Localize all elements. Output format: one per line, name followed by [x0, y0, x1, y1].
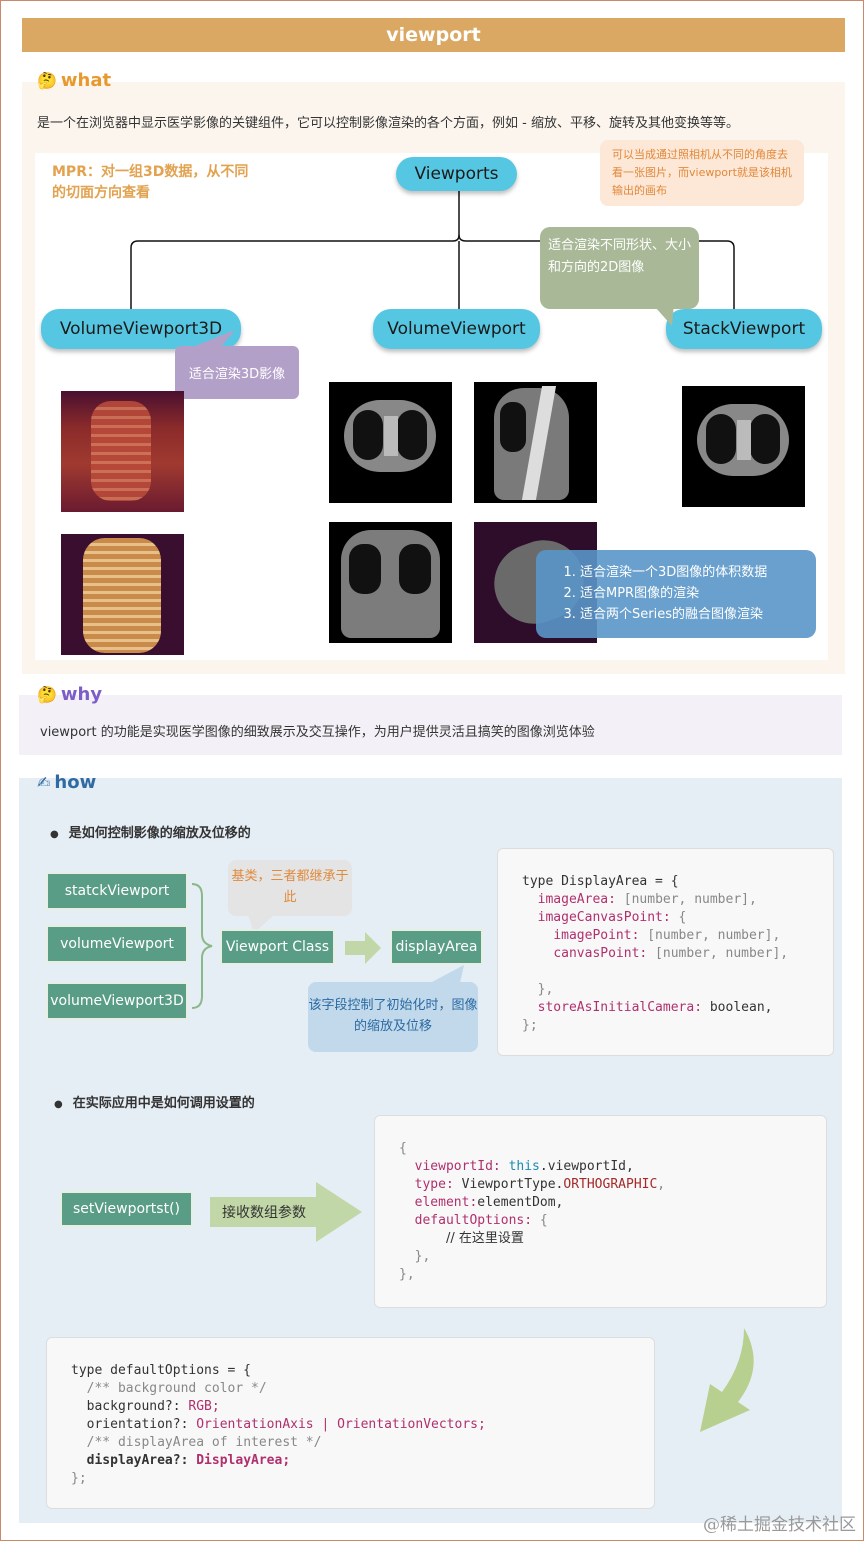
how-bullet-2-text: 在实际应用中是如何调用设置的 — [72, 1096, 255, 1111]
box-display-area: displayArea — [390, 929, 483, 965]
box-viewport-class: Viewport Class — [220, 929, 335, 965]
code-key: orientation?: — [86, 1417, 189, 1432]
code-value: ViewportType. — [453, 1177, 564, 1192]
brace-icon — [191, 883, 213, 1009]
page-title: viewport — [22, 18, 845, 52]
code-line: type defaultOptions = { — [71, 1363, 252, 1378]
volume-render-image-red — [61, 391, 184, 512]
code-line: }, — [537, 982, 554, 997]
code-key: element: — [414, 1195, 478, 1210]
code-key: storeAsInitialCamera: — [537, 1000, 703, 1015]
writing-hand-icon: ✍ — [37, 773, 51, 792]
how-bullet-1-text: 是如何控制影像的缩放及位移的 — [68, 826, 251, 841]
code-line: type DisplayArea = { — [522, 874, 679, 889]
code-key: canvasPoint: — [553, 946, 648, 961]
code-value: RGB; — [180, 1399, 220, 1414]
display-note-tail — [430, 965, 464, 983]
code-value: [number, number], — [639, 928, 781, 943]
base-note-tail — [248, 915, 274, 933]
volume-render-image-bone — [61, 534, 184, 655]
right-arrow-icon — [345, 932, 381, 964]
box-volume-viewport-3d: volumeViewport3D — [46, 982, 188, 1020]
v3d-note-tail — [190, 330, 235, 348]
code-key: type: — [414, 1177, 454, 1192]
code-value: { — [670, 910, 687, 925]
code-line: }; — [71, 1471, 87, 1486]
set-viewports-code: { viewportId: this.viewportId, type: Vie… — [374, 1115, 827, 1308]
display-area-code: type DisplayArea = { imageArea: [number,… — [497, 848, 834, 1056]
ct-stack-image — [682, 386, 805, 507]
code-value: [number, number], — [647, 946, 789, 961]
bullet-dot-icon: ● — [50, 829, 59, 840]
stack-note-tail — [640, 290, 675, 326]
bullet-dot-icon: ● — [54, 1099, 63, 1110]
code-comment: /** background color */ — [86, 1381, 267, 1396]
curved-down-arrow-icon — [700, 1328, 754, 1432]
code-key: background?: — [86, 1399, 181, 1414]
code-value: { — [532, 1213, 548, 1228]
code-value: elementDom, — [477, 1195, 564, 1210]
code-value: DisplayArea; — [188, 1453, 291, 1468]
code-keyword: this — [500, 1159, 540, 1174]
code-key: imagePoint: — [553, 928, 640, 943]
code-value: [number, number], — [615, 892, 757, 907]
mpr-note: MPR：对一组3D数据，从不同的切面方向查看 — [52, 164, 249, 201]
node-volume-viewport: VolumeViewport — [373, 309, 540, 349]
code-comment: /** displayArea of interest */ — [86, 1435, 322, 1450]
ct-axial-image — [329, 382, 452, 503]
volume-note-item: 适合MPR图像的渲染 — [580, 583, 816, 604]
code-line: { — [399, 1141, 407, 1156]
thinking-face-icon: 🤔 — [37, 685, 57, 704]
how-heading: ✍ how — [37, 772, 96, 793]
thinking-face-icon: 🤔 — [37, 71, 57, 90]
box-volume-viewport: volumeViewport — [46, 925, 188, 963]
how-bullet-1: ● 是如何控制影像的缩放及位移的 — [50, 822, 251, 841]
how-heading-text: how — [54, 772, 97, 793]
volume-note-item: 适合两个Series的融合图像渲染 — [580, 604, 816, 625]
what-heading-text: what — [60, 70, 112, 91]
volume-viewport-notes: 适合渲染一个3D图像的体积数据 适合MPR图像的渲染 适合两个Series的融合… — [536, 550, 816, 638]
code-line: }, — [414, 1249, 431, 1264]
how-bullet-2: ● 在实际应用中是如何调用设置的 — [54, 1092, 255, 1111]
code-key: defaultOptions: — [414, 1213, 533, 1228]
code-key: imageCanvasPoint: — [537, 910, 671, 925]
code-key: viewportId: — [414, 1159, 501, 1174]
code-comment: // 在这里设置 — [445, 1231, 524, 1246]
large-right-arrow-icon — [210, 1182, 362, 1242]
tree-connectors — [130, 188, 735, 312]
code-line: }, — [399, 1267, 415, 1282]
code-line: }; — [522, 1018, 538, 1033]
code-constant: ORTHOGRAPHIC — [563, 1177, 658, 1192]
code-value: .viewportId, — [539, 1159, 634, 1174]
volume-viewport-3d-note: 适合渲染3D影像 — [175, 346, 299, 399]
why-heading-text: why — [60, 684, 103, 705]
code-key: displayArea?: — [86, 1453, 189, 1468]
arrow-label: 接收数组参数 — [222, 1205, 306, 1221]
box-set-viewports: setViewportst() — [60, 1191, 193, 1227]
base-class-note: 基类，三者都继承于此 — [228, 860, 352, 916]
why-heading: 🤔 why — [37, 684, 102, 705]
code-key: imageArea: — [537, 892, 616, 907]
node-stack-viewport: StackViewport — [666, 309, 822, 349]
ct-sagittal-image — [474, 382, 597, 503]
why-section — [19, 695, 842, 755]
node-volume-viewport-3d: VolumeViewport3D — [41, 309, 241, 349]
code-value: boolean, — [702, 1000, 773, 1015]
why-description: viewport 的功能是实现医学图像的细致展示及交互操作，为用户提供灵活且搞笑… — [40, 725, 595, 740]
node-viewports: Viewports — [396, 157, 517, 191]
camera-note: 可以当成通过照相机从不同的角度去看一张图片，而viewport就是该相机输出的画… — [600, 140, 804, 206]
watermark: @稀土掘金技术社区 — [703, 1515, 856, 1535]
default-options-code: type defaultOptions = { /** background c… — [46, 1337, 655, 1509]
code-value: OrientationAxis | OrientationVectors; — [188, 1417, 486, 1432]
display-area-note: 该字段控制了初始化时，图像的缩放及位移 — [308, 982, 478, 1052]
what-heading: 🤔 what — [37, 70, 111, 91]
ct-coronal-image — [329, 522, 452, 643]
what-description: 是一个在浏览器中显示医学影像的关键组件，它可以控制影像渲染的各个方面，例如 - … — [37, 116, 739, 131]
box-stack-viewport: statckViewport — [46, 872, 188, 910]
volume-note-item: 适合渲染一个3D图像的体积数据 — [580, 562, 816, 583]
